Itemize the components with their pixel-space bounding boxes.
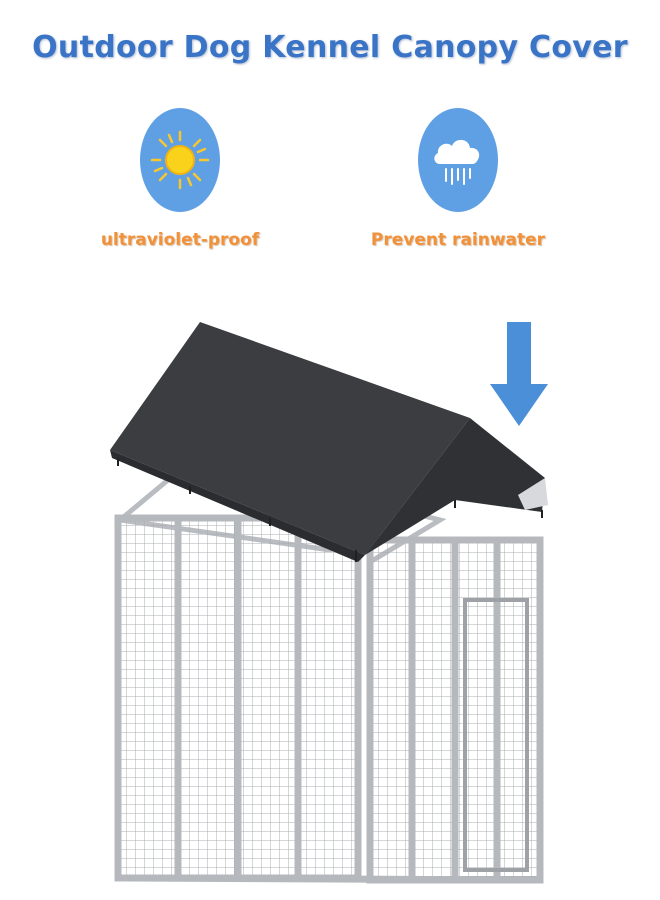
sun-icon-badge (140, 108, 220, 212)
down-arrow-icon (490, 322, 548, 426)
rain-cloud-icon (434, 139, 480, 185)
feature-uv-proof: ultraviolet-proof (80, 108, 280, 268)
feature-prevent-rain: Prevent rainwater (358, 108, 558, 268)
rain-icon-badge (418, 108, 498, 212)
canopy-cover (110, 322, 548, 562)
feature-label-uv: ultraviolet-proof (100, 230, 260, 250)
kennel-canopy-illustration (110, 322, 548, 884)
page-title: Outdoor Dog Kennel Canopy Cover (32, 30, 628, 65)
feature-label-rain: Prevent rainwater (370, 230, 546, 250)
sun-icon (150, 130, 210, 190)
kennel-frame (114, 467, 544, 884)
